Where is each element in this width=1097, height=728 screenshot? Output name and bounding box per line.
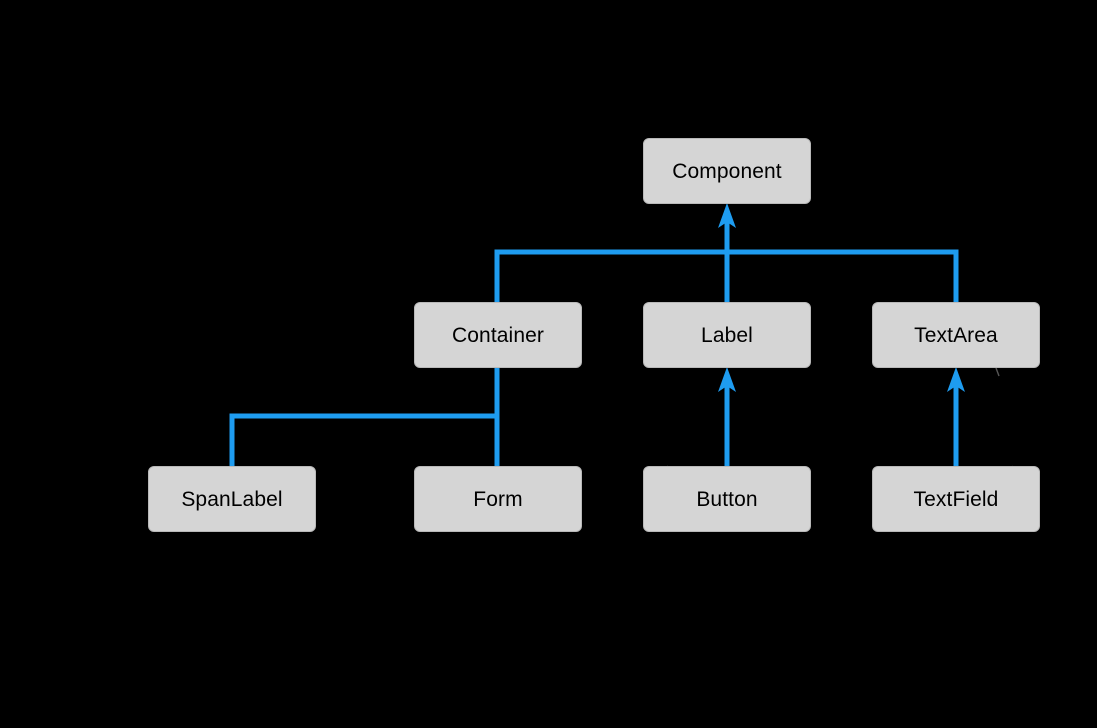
node-textfield-label: TextField xyxy=(913,487,999,511)
edge-riser-to-component xyxy=(718,203,736,252)
node-label-label: Label xyxy=(701,323,753,347)
arrowhead-textarea xyxy=(947,367,965,392)
node-spanlabel-label: SpanLabel xyxy=(181,487,283,511)
node-label[interactable]: Label xyxy=(643,302,811,368)
node-component[interactable]: Component xyxy=(643,138,811,204)
edge-spanlabel-to-container xyxy=(229,413,497,466)
node-container[interactable]: Container xyxy=(414,302,582,368)
node-textarea[interactable]: TextArea xyxy=(872,302,1040,368)
node-textarea-label: TextArea xyxy=(914,323,998,347)
edge-textarea-to-component xyxy=(727,249,959,302)
node-textfield[interactable]: TextField xyxy=(872,466,1040,532)
node-component-label: Component xyxy=(672,159,782,183)
node-form[interactable]: Form xyxy=(414,466,582,532)
arrowhead-component xyxy=(718,203,736,228)
node-spanlabel[interactable]: SpanLabel xyxy=(148,466,316,532)
node-button[interactable]: Button xyxy=(643,466,811,532)
node-button-label: Button xyxy=(696,487,758,511)
edge-button-to-label xyxy=(718,367,736,466)
arrowhead-label xyxy=(718,367,736,392)
node-container-label: Container xyxy=(452,323,544,347)
edge-textfield-to-textarea xyxy=(947,367,965,466)
node-form-label: Form xyxy=(473,487,523,511)
edge-container-to-component xyxy=(494,249,727,302)
